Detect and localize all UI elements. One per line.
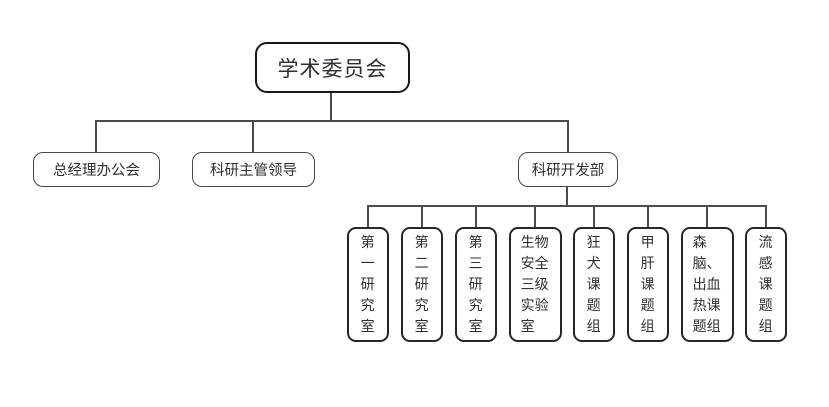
node-label: 第一研究室 [360, 234, 375, 334]
node-research-supervisor-lead[interactable]: 科研主管领导 [192, 152, 315, 187]
connector-drop-dept-2 [421, 205, 423, 227]
node-research-office-3[interactable]: 第三研究室 [455, 227, 497, 342]
node-label: 生物安全三级实验室 [520, 234, 549, 334]
node-biosafety-level3-lab[interactable]: 生物安全三级实验室 [509, 227, 562, 342]
node-rabies-project-group[interactable]: 狂犬课题组 [573, 227, 615, 342]
node-label: 流感课题组 [758, 234, 773, 334]
node-label: 第三研究室 [468, 234, 483, 334]
node-academic-committee[interactable]: 学术委员会 [255, 42, 410, 93]
node-encephalitis-hemorrhagic-fever-project-group[interactable]: 森脑、出血热课题组 [681, 227, 734, 342]
connector-drop-dept-8 [765, 205, 767, 227]
node-research-office-1[interactable]: 第一研究室 [347, 227, 389, 342]
connector-level3-rail [367, 205, 767, 207]
node-label: 科研开发部 [531, 163, 605, 179]
connector-drop-dept-5 [593, 205, 595, 227]
node-label: 森脑、出血热课题组 [692, 234, 721, 334]
node-label: 第二研究室 [414, 234, 429, 334]
node-label: 甲肝课题组 [640, 234, 655, 334]
node-label: 科研主管领导 [210, 163, 297, 179]
connector-drop-dept-4 [534, 205, 536, 227]
node-research-office-2[interactable]: 第二研究室 [401, 227, 443, 342]
node-label: 学术委员会 [277, 57, 388, 81]
connector-drop-rd-dept [567, 120, 569, 152]
node-gm-office-meeting[interactable]: 总经理办公会 [33, 152, 160, 187]
node-rd-department[interactable]: 科研开发部 [518, 152, 618, 187]
connector-drop-dept-7 [706, 205, 708, 227]
node-hepatitis-a-project-group[interactable]: 甲肝课题组 [627, 227, 669, 342]
node-influenza-project-group[interactable]: 流感课题组 [745, 227, 787, 342]
connector-drop-dept-3 [475, 205, 477, 227]
connector-drop-dept-6 [647, 205, 649, 227]
node-label: 总经理办公会 [53, 163, 140, 179]
node-label: 狂犬课题组 [586, 234, 601, 334]
connector-drop-gm-office [95, 120, 97, 152]
connector-drop-dept-1 [367, 205, 369, 227]
connector-level2-rail [95, 120, 569, 122]
connector-root-drop [330, 93, 332, 122]
connector-drop-research-lead [252, 120, 254, 152]
connector-rd-drop [566, 186, 568, 205]
